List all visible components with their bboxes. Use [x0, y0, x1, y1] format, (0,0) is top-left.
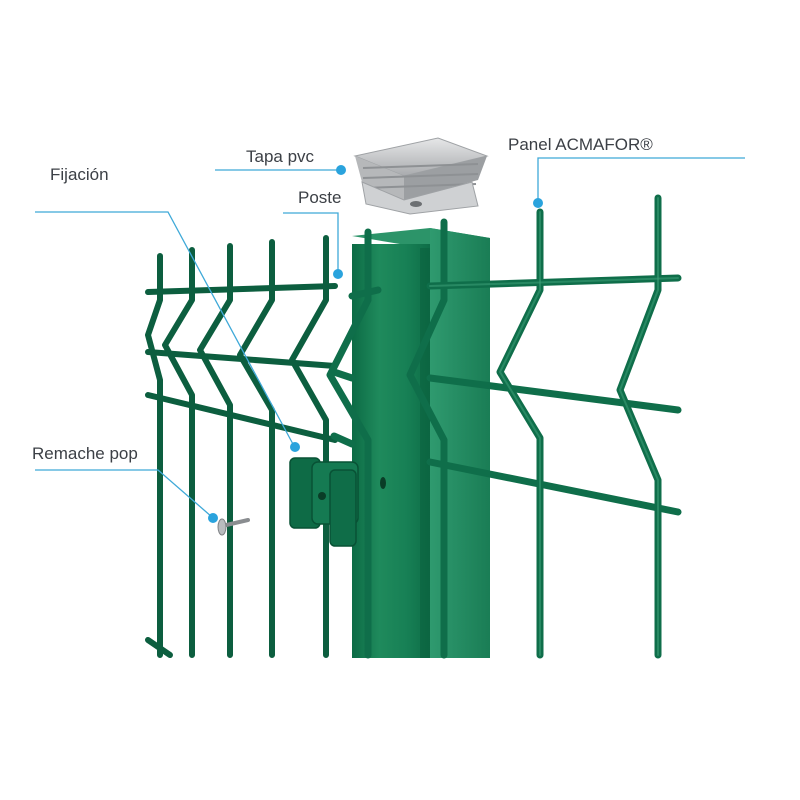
label-tapa-pvc: Tapa pvc — [246, 147, 315, 166]
label-remache: Remache pop — [32, 444, 138, 463]
callout-remache — [35, 469, 218, 523]
right-fence-panel — [326, 194, 682, 659]
left-fence-panel — [145, 235, 338, 658]
callout-fijacion — [35, 211, 300, 452]
label-poste: Poste — [298, 188, 341, 207]
callout-tapa-pvc — [215, 165, 346, 175]
label-panel: Panel ACMAFOR® — [508, 135, 653, 154]
fixing-clamp — [289, 457, 359, 547]
pop-rivet — [217, 518, 250, 536]
callout-poste — [283, 212, 343, 279]
pvc-cap — [353, 137, 489, 215]
callout-panel — [533, 157, 745, 208]
label-fijacion: Fijación — [50, 165, 109, 184]
